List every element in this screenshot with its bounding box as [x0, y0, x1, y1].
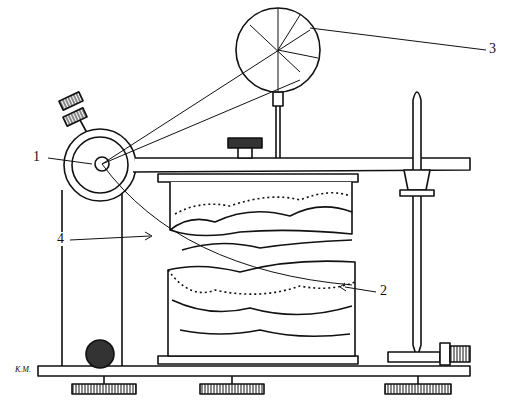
gauge-dial: [236, 8, 320, 92]
signature-mark: K.M.: [14, 366, 32, 374]
callout-number: 4: [56, 232, 65, 246]
upper-model: [170, 182, 352, 230]
callout-number: 1: [32, 150, 41, 164]
lock-knob: [86, 340, 114, 368]
lower-model: [168, 261, 355, 356]
foot-knob: [72, 384, 136, 394]
hinge-disc: [64, 129, 136, 201]
foot-knob: [385, 384, 451, 394]
incisal-pin: [413, 92, 421, 358]
callout-number: 2: [379, 284, 388, 298]
callout-number: 3: [488, 42, 497, 56]
left-post: [62, 190, 122, 366]
foot-knob: [200, 384, 264, 394]
